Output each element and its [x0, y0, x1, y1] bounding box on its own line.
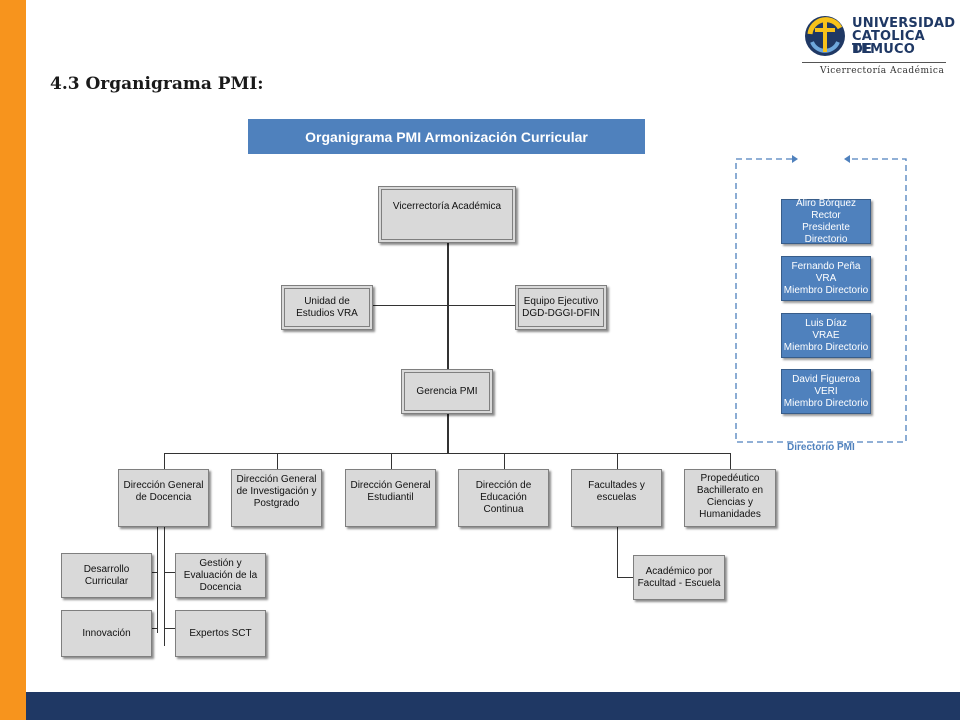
- node-academico-facultad: Académico por Facultad - Escuela: [633, 555, 725, 600]
- directorio-member-3: Luis Díaz VRAE Miembro Directorio: [781, 313, 871, 358]
- node-facultades-escuelas: Facultades y escuelas: [571, 469, 662, 527]
- node-innovacion: Innovación: [61, 610, 152, 657]
- node-vicerrectoria-academica: Vicerrectoría Académica: [378, 186, 516, 243]
- connector-docencia-right: [164, 527, 165, 646]
- connector-drop-3: [391, 453, 392, 469]
- connector-gerencia-down: [447, 414, 449, 454]
- logo-subtitle: Vicerrectoría Académica: [820, 66, 945, 76]
- logo-emblem-icon: [805, 16, 845, 56]
- logo-divider: [802, 62, 946, 63]
- logo-line-1: UNIVERSIDAD: [852, 16, 956, 31]
- node-equipo-ejecutivo: Equipo Ejecutivo DGD-DGGI-DFIN: [515, 285, 607, 330]
- connector-gestion: [164, 572, 175, 573]
- node-desarrollo-curricular: Desarrollo Curricular: [61, 553, 152, 598]
- connector-horizontal-directions: [164, 453, 731, 454]
- connector-innovacion: [152, 628, 157, 629]
- node-unidad-estudios: Unidad de Estudios VRA: [281, 285, 373, 330]
- chart-title: Organigrama PMI Armonización Curricular: [248, 119, 645, 154]
- node-propedeutico: Propedéutico Bachillerato en Ciencias y …: [684, 469, 776, 527]
- connector-side-units: [372, 305, 515, 306]
- connector-academico: [617, 577, 633, 578]
- connector-drop-2: [277, 453, 278, 469]
- connector-drop-6: [730, 453, 731, 469]
- node-gerencia-pmi: Gerencia PMI: [401, 369, 493, 414]
- logo-line-3: TEMUCO: [852, 42, 916, 57]
- section-title: 4.3 Organigrama PMI:: [50, 74, 264, 94]
- directorio-member-1: Aliro Bórquez Rector Presidente Director…: [781, 198, 871, 245]
- directorio-member-2: Fernando Peña VRA Miembro Directorio: [781, 256, 871, 301]
- node-dg-estudiantil: Dirección General Estudiantil: [345, 469, 436, 527]
- connector-facultades-down: [617, 527, 618, 578]
- node-educacion-continua: Dirección de Educación Continua: [458, 469, 549, 527]
- footer-bar: [26, 692, 960, 720]
- logo-line-2: CATOLICA DE: [852, 29, 925, 57]
- connector-desarrollo: [152, 572, 157, 573]
- node-expertos-sct: Expertos SCT: [175, 610, 266, 657]
- node-gestion-evaluacion: Gestión y Evaluación de la Docencia: [175, 553, 266, 598]
- directorio-member-4: David Figueroa VERI Miembro Directorio: [781, 369, 871, 414]
- directorio-label: Directorio PMI: [787, 442, 855, 453]
- connector-docencia-left: [157, 527, 158, 633]
- connector-drop-5: [617, 453, 618, 469]
- node-dg-investigacion: Dirección General de Investigación y Pos…: [231, 469, 322, 527]
- node-dg-docencia: Dirección General de Docencia: [118, 469, 209, 527]
- left-accent-bar: [0, 0, 26, 720]
- connector-vra-gerencia: [447, 243, 449, 369]
- university-logo: UNIVERSIDAD CATOLICA DE TEMUCO Vicerrect…: [800, 10, 955, 80]
- connector-expertos: [164, 628, 175, 629]
- connector-drop-4: [504, 453, 505, 469]
- directorio-dashed-frame: [735, 155, 907, 443]
- connector-drop-1: [164, 453, 165, 469]
